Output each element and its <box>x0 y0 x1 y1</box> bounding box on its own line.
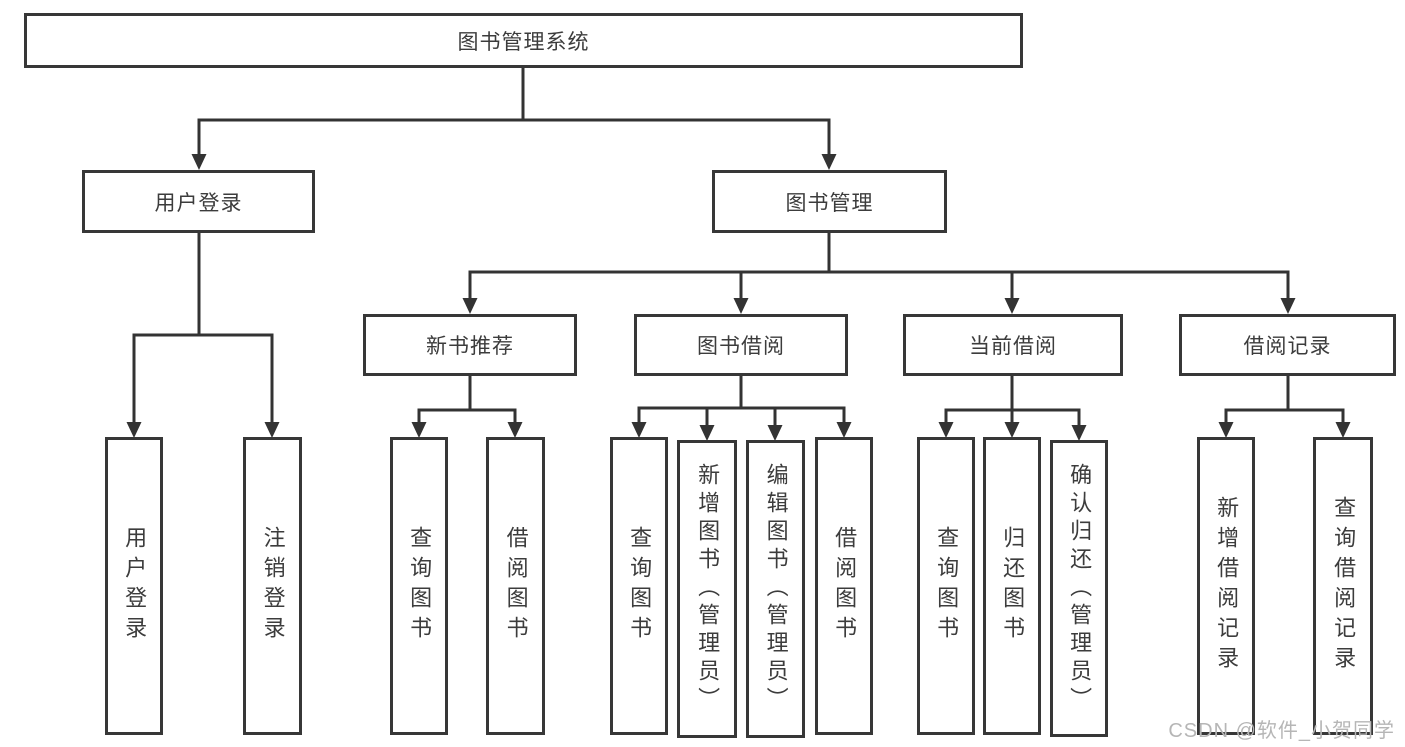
leaf-add-borrow-record: 新增借阅记录 <box>1197 437 1255 735</box>
node-label: 新增图书（管理员） <box>695 463 721 715</box>
leaf-recommend-borrow-books: 借阅图书 <box>486 437 545 735</box>
node-book-management: 图书管理 <box>712 170 947 233</box>
node-library-system: 图书管理系统 <box>24 13 1023 68</box>
node-label: 新增借阅记录 <box>1214 496 1240 676</box>
leaf-edit-books-admin: 编辑图书（管理员） <box>746 440 805 738</box>
leaf-current-query-books: 查询图书 <box>917 437 975 735</box>
node-label: 图书管理 <box>785 191 874 215</box>
node-label: 借阅图书 <box>503 526 529 646</box>
node-label: 查询图书 <box>407 526 433 646</box>
node-label: 借阅记录 <box>1243 335 1332 358</box>
csdn-watermark: CSDN @软件_小贺同学 <box>1168 720 1395 742</box>
connector-stems <box>132 68 1345 426</box>
leaf-return-books: 归还图书 <box>983 437 1041 735</box>
node-label: 当前借阅 <box>969 335 1057 358</box>
leaf-recommend-query-books: 查询图书 <box>390 437 448 735</box>
node-label: 编辑图书（管理员） <box>763 463 789 715</box>
node-label: 用户登录 <box>122 526 148 646</box>
node-label: 新书推荐 <box>426 335 514 358</box>
node-new-book-recommend: 新书推荐 <box>363 314 577 376</box>
leaf-logout: 注销登录 <box>243 437 302 735</box>
node-label: 借阅图书 <box>832 526 858 646</box>
node-label: 归还图书 <box>1000 526 1026 646</box>
node-borrow-records: 借阅记录 <box>1179 314 1396 376</box>
node-label: 注销登录 <box>260 526 286 646</box>
node-label: 用户登录 <box>154 191 243 215</box>
node-user-login: 用户登录 <box>82 170 315 233</box>
node-current-borrowing: 当前借阅 <box>903 314 1123 376</box>
leaf-borrowing-query-books: 查询图书 <box>610 437 668 735</box>
node-label: 图书借阅 <box>697 335 785 358</box>
node-label: 查询图书 <box>934 526 960 646</box>
leaf-confirm-return-admin: 确认归还（管理员） <box>1050 440 1108 737</box>
node-book-borrowing: 图书借阅 <box>634 314 848 376</box>
leaf-query-borrow-record: 查询借阅记录 <box>1313 437 1373 735</box>
node-label: 查询借阅记录 <box>1331 496 1357 676</box>
node-label: 确认归还（管理员） <box>1067 462 1093 715</box>
node-label: 图书管理系统 <box>457 30 590 54</box>
leaf-borrowing-borrow-books: 借阅图书 <box>815 437 873 735</box>
node-label: 查询图书 <box>627 526 653 646</box>
leaf-add-books-admin: 新增图书（管理员） <box>677 440 737 738</box>
leaf-user-login: 用户登录 <box>105 437 163 735</box>
